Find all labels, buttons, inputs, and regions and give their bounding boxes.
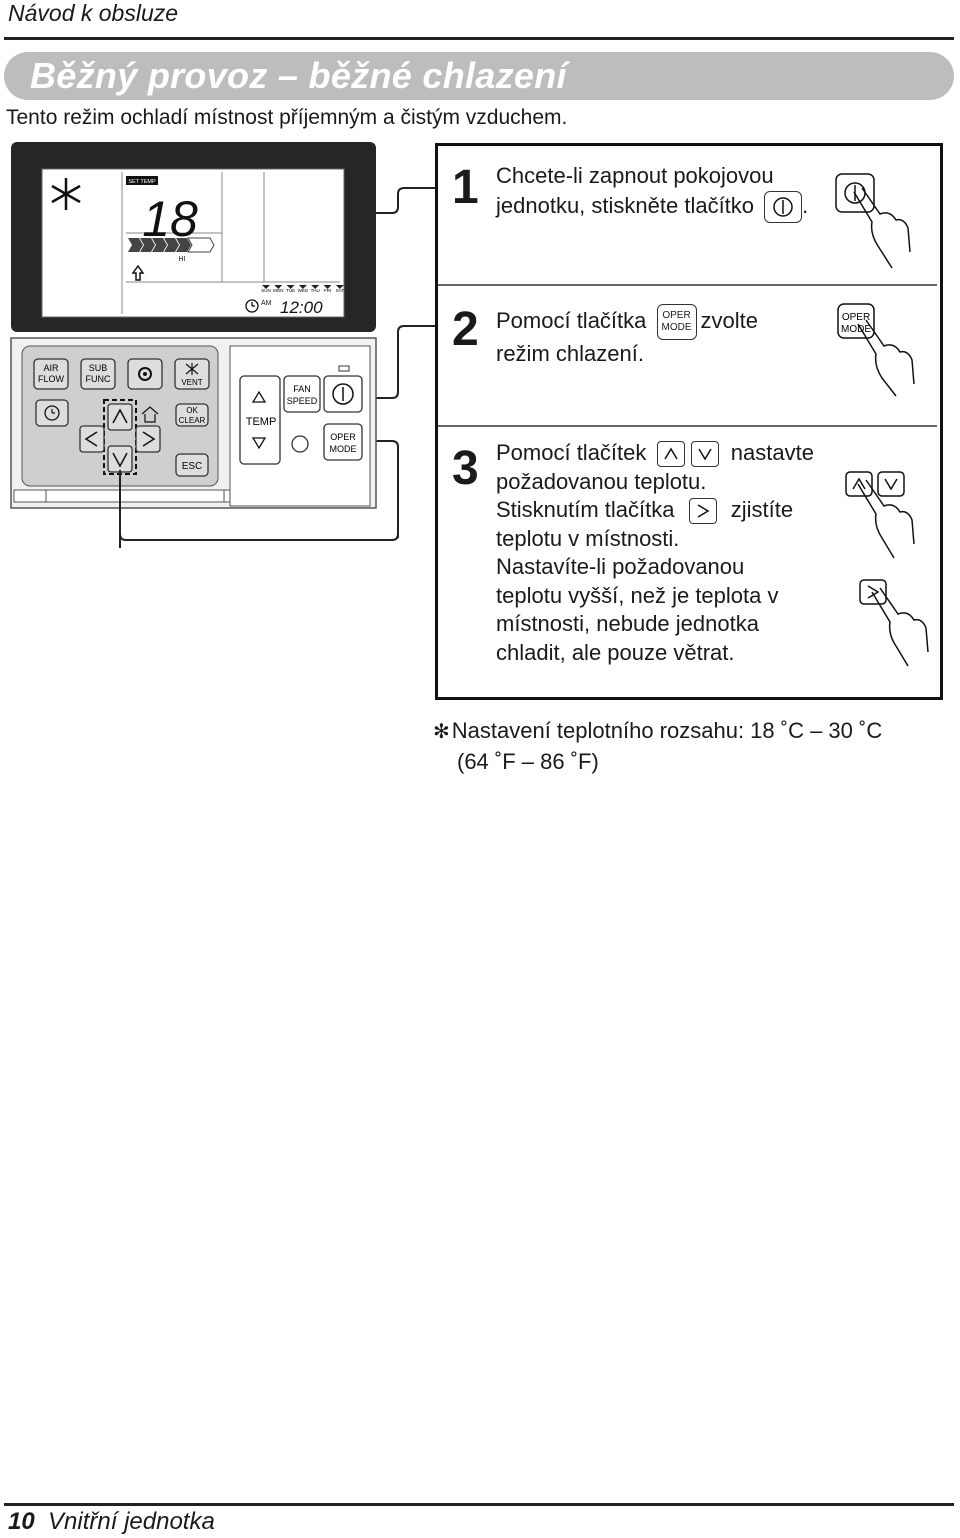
connector-arrows — [119, 470, 399, 541]
svg-text:ESC: ESC — [182, 461, 203, 472]
svg-text:OPER: OPER — [330, 432, 356, 442]
up-key-icon — [656, 441, 685, 468]
power-led — [338, 365, 350, 372]
weekday-label: SUN — [261, 288, 271, 293]
temp-rocker[interactable] — [239, 375, 281, 465]
step-divider-1 — [438, 284, 937, 286]
step-3-text: Pomocí tlačítek nastavte požadovanou tep… — [496, 440, 814, 665]
chevron-right-icon — [142, 431, 156, 447]
temp-label: TEMP — [246, 416, 277, 428]
fan-level-label: HI — [179, 256, 186, 263]
clock-icon — [44, 405, 60, 421]
svg-text:OK: OK — [186, 406, 198, 415]
reset-button[interactable] — [291, 435, 309, 453]
section-title: Běžný provoz – běžné chlazení — [30, 55, 567, 96]
snowflake-icon — [51, 178, 81, 210]
am-label: AM — [261, 300, 272, 307]
weekday-marker — [311, 285, 320, 289]
hand-pressing-oper-mode-icon: OPER MODE — [837, 303, 915, 397]
chapter-name: Vnitřní jednotka — [48, 1508, 215, 1535]
chevron-down-icon — [112, 452, 128, 468]
sub-func-button[interactable]: SUB FUNC — [80, 358, 116, 390]
power-icon — [332, 383, 354, 405]
clock-icon — [245, 299, 259, 313]
page-footer: 10 Vnitřní jednotka — [8, 1508, 215, 1536]
triangle-down-icon[interactable] — [251, 437, 267, 450]
fan-speed-button[interactable]: FAN SPEED — [283, 375, 321, 413]
hand-pressing-right-key-icon — [859, 579, 929, 667]
title-bar — [4, 52, 954, 100]
svg-text:FAN: FAN — [293, 384, 311, 394]
weekday-marker — [335, 285, 344, 289]
weekday-label: TUE — [286, 288, 295, 293]
snowflake-bullet-icon: ✻ — [433, 721, 450, 743]
oper-mode-button[interactable]: OPER MODE — [323, 423, 363, 461]
weekday-marker — [323, 285, 332, 289]
svg-text:AIR: AIR — [43, 363, 59, 373]
clock-display: 12:00 — [280, 298, 323, 317]
svg-text:SUB: SUB — [89, 363, 108, 373]
settings-button[interactable] — [127, 358, 163, 390]
step-3-number: 3 — [452, 442, 479, 495]
svg-text:OPER: OPER — [842, 312, 870, 323]
svg-text:MODE: MODE — [841, 324, 871, 335]
step-divider-2 — [438, 425, 937, 427]
right-arrow-button[interactable] — [135, 425, 161, 453]
svg-text:CLEAR: CLEAR — [179, 416, 206, 425]
svg-text:VENT: VENT — [181, 378, 202, 387]
svg-text:MODE: MODE — [330, 444, 357, 454]
air-flow-button[interactable]: AIR FLOW — [33, 358, 69, 390]
vent-icon — [185, 363, 199, 375]
vent-button[interactable]: VENT — [174, 358, 210, 390]
weekday-label: MON — [273, 288, 284, 293]
weekday-marker — [286, 285, 295, 289]
weekday-marker — [274, 285, 283, 289]
ok-clear-button[interactable]: OK CLEAR — [175, 403, 209, 427]
hand-pressing-power-icon — [835, 173, 911, 269]
swing-icon — [131, 264, 145, 281]
down-key-icon — [690, 441, 719, 468]
weekday-marker — [298, 285, 307, 289]
set-temp-label: SET TEMP — [128, 179, 156, 185]
esc-button[interactable]: ESC — [175, 453, 209, 477]
weekday-label: THU — [311, 288, 320, 293]
page-number: 10 — [8, 1508, 35, 1535]
weekday-label: WED — [298, 288, 309, 293]
svg-text:FUNC: FUNC — [86, 374, 111, 384]
weekday-label: FRI — [324, 288, 331, 293]
fan-speed-bars — [128, 237, 215, 253]
header-rule — [4, 37, 954, 40]
chevron-up-icon — [112, 408, 128, 424]
left-arrow-button[interactable] — [79, 425, 105, 453]
steps-frame — [435, 143, 943, 700]
temperature-range-note: ✻Nastavení teplotního rozsahu: 18 ˚C – 3… — [433, 718, 883, 774]
power-button-icon — [764, 190, 803, 223]
svg-text:SPEED: SPEED — [287, 396, 318, 406]
weekday-label: SAT — [336, 288, 345, 293]
svg-text:FLOW: FLOW — [38, 374, 65, 384]
hand-pressing-up-down-icon — [845, 471, 915, 559]
gear-icon — [138, 367, 152, 381]
room-temp-icon — [141, 406, 159, 423]
step-1-text: Chcete-li zapnout pokojovou jednotku, st… — [496, 162, 808, 223]
manual-header: Návod k obsluze — [8, 0, 179, 26]
timer-button[interactable] — [35, 399, 69, 427]
power-button[interactable] — [323, 375, 363, 413]
step-2-number: 2 — [452, 303, 479, 356]
right-key-icon — [688, 498, 717, 525]
weekday-marker — [262, 285, 270, 289]
intro-text: Tento režim ochladí místnost příjemným a… — [6, 106, 568, 129]
step-1-number: 1 — [452, 161, 479, 214]
up-arrow-button[interactable] — [107, 403, 133, 431]
chevron-left-icon — [84, 431, 98, 447]
footer-rule — [4, 1503, 954, 1506]
triangle-up-icon[interactable] — [251, 390, 267, 403]
down-arrow-button[interactable] — [107, 445, 133, 473]
